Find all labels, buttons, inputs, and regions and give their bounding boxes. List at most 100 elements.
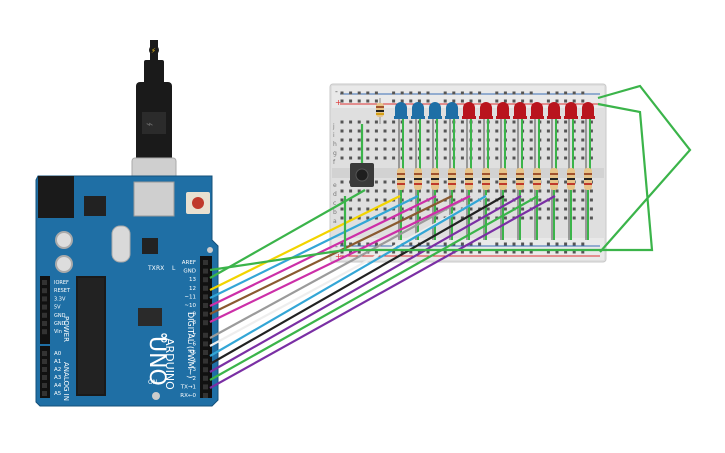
pin-socket[interactable] — [42, 383, 47, 388]
hole — [581, 216, 585, 220]
pin-socket[interactable] — [203, 341, 208, 347]
hole — [443, 138, 447, 142]
hole — [495, 120, 499, 124]
led-red — [462, 102, 476, 119]
resistor-band — [516, 173, 524, 175]
hole — [340, 207, 344, 211]
pin-socket[interactable] — [203, 311, 208, 317]
pin-socket[interactable] — [203, 332, 208, 338]
lightning-icon: ⚡ — [151, 47, 156, 55]
pin-socket[interactable] — [203, 260, 208, 265]
pin-socket[interactable] — [42, 367, 47, 372]
hole — [392, 180, 396, 184]
pin-socket[interactable] — [42, 296, 47, 302]
wire — [209, 195, 453, 315]
hole — [426, 91, 430, 95]
hole — [555, 250, 559, 254]
hole — [460, 242, 464, 246]
wire — [209, 195, 522, 373]
hole — [392, 242, 396, 246]
power-pin-label: 3.3V — [54, 296, 66, 302]
pin-socket[interactable] — [42, 391, 47, 396]
hole — [529, 99, 533, 103]
pin-socket[interactable] — [42, 359, 47, 364]
hole — [486, 198, 490, 202]
pin-socket[interactable] — [203, 303, 208, 308]
hole — [521, 189, 525, 193]
hole — [460, 180, 464, 184]
hole — [443, 129, 447, 133]
on-label: ON — [148, 379, 157, 386]
hole — [495, 138, 499, 142]
resistor-band — [567, 173, 575, 175]
hole — [340, 99, 344, 103]
pin-socket[interactable] — [203, 358, 208, 364]
hole — [417, 216, 421, 220]
hole — [469, 91, 473, 95]
led-red — [564, 102, 578, 119]
hole — [460, 138, 464, 142]
pin-socket[interactable] — [203, 375, 208, 381]
pin-socket[interactable] — [42, 329, 47, 335]
pin-socket[interactable] — [203, 384, 208, 390]
hole — [426, 180, 430, 184]
hole — [452, 198, 456, 202]
hole — [564, 250, 568, 254]
hole — [366, 147, 370, 151]
pin-socket[interactable] — [203, 277, 208, 283]
hole — [478, 250, 482, 254]
pin-socket[interactable] — [203, 393, 208, 398]
digital-pin-label: 4 — [193, 359, 197, 365]
resistor-band — [448, 183, 456, 185]
hole — [400, 189, 404, 193]
hole — [340, 138, 344, 142]
resistor-band — [499, 183, 507, 185]
pin-socket[interactable] — [203, 294, 208, 300]
digital-pin-label: TX→1 — [180, 384, 196, 390]
led-rim — [445, 116, 459, 119]
hole — [426, 129, 430, 133]
led-blue — [445, 102, 459, 119]
pin-socket[interactable] — [203, 268, 208, 274]
pin-socket[interactable] — [203, 320, 208, 326]
row-label-h: h — [333, 141, 337, 148]
pin-socket[interactable] — [42, 304, 47, 310]
hole — [443, 91, 447, 95]
hole — [495, 147, 499, 151]
hole — [512, 120, 516, 124]
hole — [357, 129, 361, 133]
pin-socket[interactable] — [42, 351, 47, 356]
board-brand: ARDUINO — [163, 338, 176, 390]
hole — [349, 91, 353, 95]
hole — [366, 156, 370, 160]
pin-socket[interactable] — [203, 350, 208, 355]
hole — [392, 91, 396, 95]
hole — [529, 147, 533, 151]
row-label-f: f — [333, 159, 336, 166]
hole — [555, 189, 559, 193]
pin-socket[interactable] — [42, 280, 47, 285]
analog-pin-label: A0 — [54, 351, 62, 357]
led-body — [531, 102, 543, 118]
rail-minus-label: - — [335, 87, 338, 96]
led-rim — [547, 116, 561, 119]
pin-socket[interactable] — [42, 321, 47, 326]
pin-socket[interactable] — [42, 312, 47, 318]
hole — [581, 250, 585, 254]
pin-socket[interactable] — [42, 288, 47, 294]
hole — [400, 216, 404, 220]
digital-pin-label: 7 — [193, 333, 197, 339]
pin-socket[interactable] — [203, 285, 208, 291]
pin-socket[interactable] — [203, 367, 208, 373]
hole — [349, 156, 353, 160]
hole — [426, 207, 430, 211]
wire — [209, 195, 539, 381]
wire — [209, 195, 419, 299]
pin-socket[interactable] — [42, 375, 47, 380]
resistor-band — [584, 173, 592, 175]
pushbutton[interactable] — [350, 163, 374, 187]
hole — [572, 156, 576, 160]
led-blue — [428, 102, 442, 119]
